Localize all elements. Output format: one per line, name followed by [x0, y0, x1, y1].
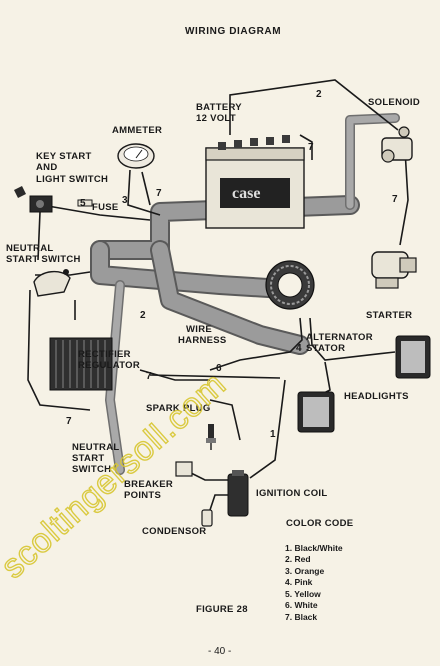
fuse — [77, 199, 93, 207]
wire-number-2-top: 2 — [316, 89, 322, 100]
neutral-start-switch-bottom-label-2: START — [72, 453, 104, 464]
key-and-label: AND — [36, 162, 57, 173]
color-code-item: 3. Orange — [285, 566, 324, 576]
fuse-label: FUSE — [92, 202, 119, 213]
wire-number-labels: 2 7 7 3 7 5 2 4 6 7 7 1 — [66, 89, 398, 440]
color-code-heading: COLOR CODE — [286, 518, 353, 529]
neutral-start-switch-top — [33, 269, 71, 297]
headlights-label: HEADLIGHTS — [344, 391, 409, 402]
ammeter-label: AMMETER — [112, 125, 162, 136]
color-code-item: 7. Black — [285, 612, 317, 622]
spark-plug-label: SPARK PLUG — [146, 403, 211, 414]
wire-number-5-fuse: 5 — [80, 198, 86, 209]
alternator-stator — [265, 260, 315, 310]
battery-label: BATTERY — [196, 102, 242, 113]
wire-number-7-ammeter: 7 — [156, 188, 162, 199]
starter — [371, 251, 417, 289]
wire-number-7-regulator: 7 — [146, 371, 152, 382]
rectifier-regulator-label-2: REGULATOR — [78, 360, 140, 371]
wire-number-7-solenoid: 7 — [392, 194, 398, 205]
alternator-stator-label-2: STATOR — [306, 343, 345, 354]
wire-number-4-stator: 4 — [296, 343, 302, 354]
neutral-start-switch-top-label-2: START SWITCH — [6, 254, 81, 265]
rectifier-regulator — [49, 337, 113, 391]
watermark: scoltingersoll.com — [0, 365, 234, 586]
wire-number-7-left: 7 — [66, 416, 72, 427]
ignition-coil-label: IGNITION COIL — [256, 488, 327, 499]
key-start-light-switch — [14, 186, 53, 213]
wire-number-1-coil: 1 — [270, 429, 276, 440]
color-code-item: 6. White — [285, 600, 318, 610]
alternator-stator-label-1: ALTERNATOR — [306, 332, 373, 343]
wire-number-2-harness: 2 — [140, 310, 146, 321]
spark-plug — [206, 424, 216, 450]
breaker-points-label-2: POINTS — [124, 490, 161, 501]
page-number: - 40 - — [208, 646, 231, 657]
rectifier-regulator-label-1: RECTIFIER — [78, 349, 131, 360]
breaker-points-label-1: BREAKER — [124, 479, 173, 490]
color-code-item: 1. Black/White — [285, 543, 343, 553]
breaker-points — [175, 461, 193, 477]
color-code-item: 4. Pink — [285, 577, 313, 587]
solenoid-label: SOLENOID — [368, 97, 420, 108]
wire-harness-label-2: HARNESS — [178, 335, 227, 346]
neutral-start-switch-bottom-label-1: NEUTRAL — [72, 442, 120, 453]
solenoid — [381, 126, 413, 163]
neutral-start-switch-bottom-label-3: SWITCH — [72, 464, 111, 475]
wire-number-7-battery: 7 — [308, 142, 314, 153]
headlight-lower — [297, 391, 335, 433]
color-code-item: 5. Yellow — [285, 589, 321, 599]
light-switch-label: LIGHT SWITCH — [36, 174, 108, 185]
ignition-coil — [227, 470, 249, 517]
wire-harness-label-1: WIRE — [186, 324, 212, 335]
condensor-label: CONDENSOR — [142, 526, 206, 537]
color-code-legend: COLOR CODE 1. Black/White 2. Red 3. Oran… — [285, 518, 353, 622]
battery-volt-label: 12 VOLT — [196, 113, 236, 124]
color-code-item: 2. Red — [285, 554, 311, 564]
condensor — [201, 509, 213, 527]
ammeter — [117, 143, 155, 169]
headlight-upper — [395, 335, 431, 379]
key-start-label: KEY START — [36, 151, 92, 162]
battery: case — [205, 135, 305, 229]
wire-number-6-harness: 6 — [216, 363, 222, 374]
wire-number-3-ammeter: 3 — [122, 195, 128, 206]
starter-label: STARTER — [366, 310, 412, 321]
battery-brand: case — [232, 185, 260, 202]
neutral-start-switch-top-label-1: NEUTRAL — [6, 243, 54, 254]
figure-caption: FIGURE 28 — [196, 604, 248, 615]
diagram-title: WIRING DIAGRAM — [185, 26, 281, 37]
